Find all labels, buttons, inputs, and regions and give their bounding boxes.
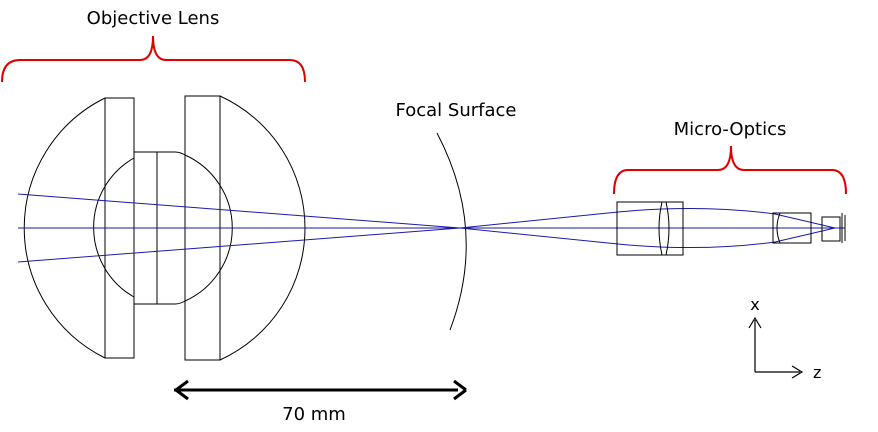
micro-optics-label: Micro-Optics — [674, 119, 787, 140]
micro-optics-group — [616, 201, 846, 256]
objective-lens-label: Objective Lens — [87, 8, 220, 29]
micro-lens-small — [821, 216, 841, 242]
scale-arrow — [174, 379, 467, 401]
coordinate-axes — [748, 316, 804, 379]
objective-lens-bracket — [1, 35, 306, 83]
axis-x-arrowhead — [748, 316, 762, 329]
focal-surface-curve — [436, 132, 467, 331]
ray-bundle — [17, 193, 845, 263]
micro-lens-medium-curve — [776, 212, 781, 244]
micro-lens-large-curve-b — [665, 201, 670, 256]
micro-lens-large-curve-a — [658, 201, 663, 256]
axis-z-arrowhead — [791, 365, 804, 379]
scale-arrowhead-left — [175, 379, 189, 401]
micro-lens-large — [616, 201, 684, 256]
ray-top — [17, 193, 836, 229]
micro-optics-bracket — [613, 145, 847, 195]
axis-x-label: x — [750, 295, 759, 314]
micro-lens-medium — [772, 212, 812, 244]
focal-surface-label: Focal Surface — [396, 100, 517, 121]
scale-label: 70 mm — [282, 404, 346, 425]
scale-arrowhead-right — [453, 379, 467, 401]
axis-z-label: z — [813, 363, 821, 382]
ray-bottom — [17, 227, 836, 263]
